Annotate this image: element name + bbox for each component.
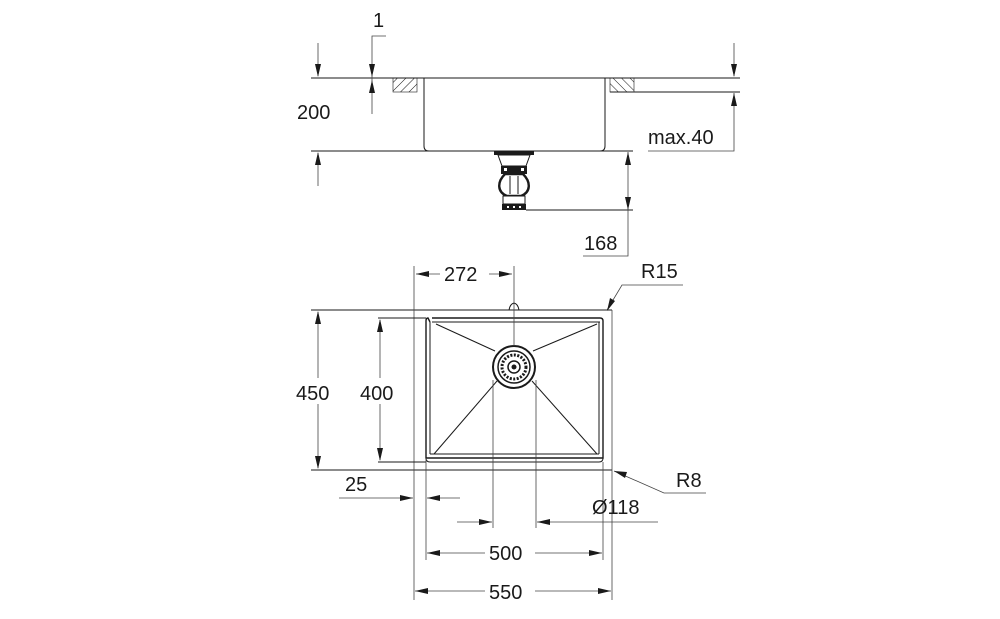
dim-label-450: 450: [296, 383, 329, 405]
dim-label-200: 200: [297, 102, 330, 124]
dim-label-diameter: Ø118: [592, 497, 639, 519]
dim-waste-height: 168: [583, 152, 631, 257]
dim-label-168: 168: [584, 233, 617, 255]
dim-label-max40: max.40: [648, 127, 714, 149]
dim-drain-offset: 272: [416, 264, 512, 286]
dim-flange-width: 25: [339, 474, 460, 501]
inner-bowl-outline: [425, 317, 604, 459]
dim-bowl-depth: 200: [297, 43, 330, 186]
counter-section-right: [609, 77, 635, 93]
counter-section-left: [392, 77, 418, 93]
dim-label-r15: R15: [641, 261, 678, 283]
dim-outer-width: 550: [415, 582, 611, 604]
dim-radius-r15: R15: [606, 261, 683, 311]
dim-label-25: 25: [345, 474, 367, 496]
dim-inner-width: 500: [427, 543, 602, 565]
top-view: 272 R15 R8 450 400: [296, 261, 706, 604]
dim-label-500: 500: [489, 543, 522, 565]
dim-counter-thickness: max.40: [648, 43, 737, 152]
side-view: 1 200 max.40 168: [297, 10, 740, 257]
dim-inner-depth: 400: [358, 319, 404, 461]
waste-fitting-icon: [494, 151, 534, 210]
dim-label-r8: R8: [676, 470, 702, 492]
dim-label-272: 272: [444, 264, 477, 286]
dim-rim-thickness: 1: [369, 10, 386, 114]
dim-drain-diameter: Ø118: [457, 497, 658, 525]
drain-icon: [492, 345, 536, 389]
dim-label-550: 550: [489, 582, 522, 604]
bowl-profile: [423, 78, 606, 152]
dim-label-rim: 1: [373, 10, 384, 32]
dim-outer-depth: 450: [296, 311, 340, 469]
dim-radius-r8: R8: [613, 470, 706, 494]
dim-label-400: 400: [360, 383, 393, 405]
